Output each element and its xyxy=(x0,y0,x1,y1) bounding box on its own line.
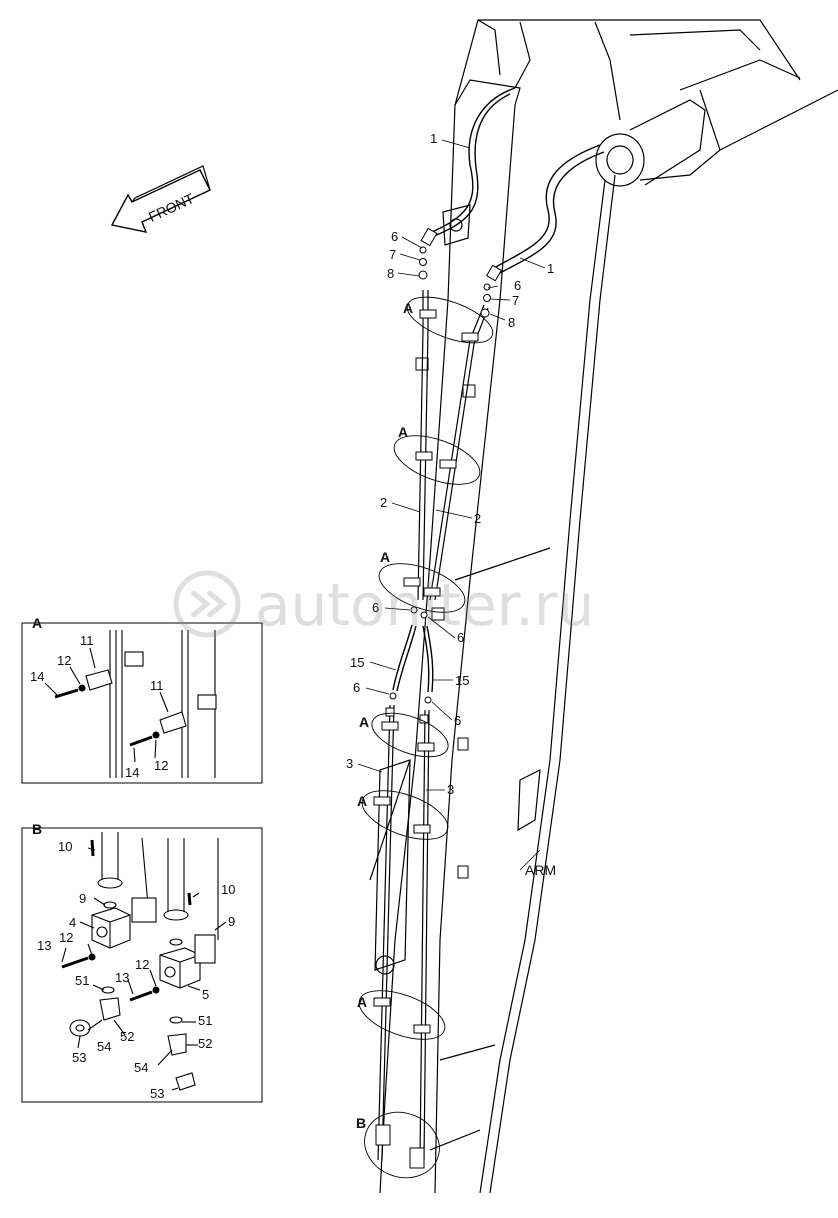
callout-7-right: 7 xyxy=(512,293,519,308)
callout-8-right: 8 xyxy=(508,315,515,330)
detail-a-callout-11a: 11 xyxy=(80,633,94,648)
detail-a-panel: A 11 12 14 11 12 14 xyxy=(21,615,263,784)
detail-b-callout-4: 4 xyxy=(69,915,76,930)
hose-1-right xyxy=(493,144,605,275)
callout-8-left: 8 xyxy=(387,266,394,281)
marker-a-5: A xyxy=(357,793,367,809)
callout-6-mid-left: 6 xyxy=(372,600,379,615)
detail-b-callout-10a: 10 xyxy=(58,839,72,854)
detail-b-callout-9a: 9 xyxy=(79,891,86,906)
leader-lines xyxy=(357,139,546,871)
fittings xyxy=(385,227,503,724)
callout-15-left: 15 xyxy=(350,655,364,670)
callout-1-left: 1 xyxy=(430,131,437,146)
callout-1-right: 1 xyxy=(547,261,554,276)
pivot-pin xyxy=(595,99,706,187)
detail-b-callout-13b: 13 xyxy=(115,970,129,985)
callout-15-right: 15 xyxy=(455,673,469,688)
detail-b-callout-51b: 51 xyxy=(198,1013,212,1028)
watermark: autoniter.ru xyxy=(173,570,594,639)
callout-6-low-right: 6 xyxy=(454,713,461,728)
hoses-15 xyxy=(392,624,434,693)
marker-b-1: B xyxy=(356,1115,366,1131)
detail-a-callout-14b: 14 xyxy=(125,765,139,780)
hose-1-left xyxy=(431,87,516,237)
detail-a-label: A xyxy=(32,615,42,631)
arm-outline xyxy=(369,19,838,1194)
detail-b-callout-12a: 12 xyxy=(59,930,73,945)
detail-b-callout-5: 5 xyxy=(202,987,209,1002)
detail-b-callout-51a: 51 xyxy=(75,973,89,988)
watermark-text: autoniter.ru xyxy=(255,571,594,639)
detail-b-callout-54a: 54 xyxy=(97,1039,111,1054)
front-direction-arrow: FRONT xyxy=(110,165,211,233)
callout-6-right: 6 xyxy=(514,278,521,293)
main-markers: A A A A A A B xyxy=(356,300,413,1131)
detail-b-callout-54b: 54 xyxy=(134,1060,148,1075)
callout-6-left: 6 xyxy=(391,229,398,244)
detail-b-callout-52a: 52 xyxy=(120,1029,134,1044)
callout-2-left: 2 xyxy=(380,495,387,510)
callout-3-right: 3 xyxy=(447,782,454,797)
detail-b-callout-53a: 53 xyxy=(72,1050,86,1065)
pipes-3 xyxy=(377,704,430,1161)
detail-b-callout-9b: 9 xyxy=(228,914,235,929)
marker-a-1: A xyxy=(403,300,413,316)
marker-a-6: A xyxy=(357,994,367,1010)
callout-6-mid-right: 6 xyxy=(457,630,464,645)
detail-a-callout-12b: 12 xyxy=(154,758,168,773)
arm-label: ARM xyxy=(525,862,556,878)
detail-b-callout-13a: 13 xyxy=(37,938,51,953)
callout-7-left: 7 xyxy=(389,247,396,262)
callout-3-left: 3 xyxy=(346,756,353,771)
watermark-logo xyxy=(173,570,241,638)
detail-b-callout-10b: 10 xyxy=(221,882,235,897)
detail-b-callout-52b: 52 xyxy=(198,1036,212,1051)
detail-marker-ellipses xyxy=(358,296,494,1179)
main-callouts: 1 1 6 7 8 6 7 8 2 2 6 6 15 15 6 6 3 3 xyxy=(346,131,554,797)
marker-a-2: A xyxy=(398,424,408,440)
detail-b-callout-53b: 53 xyxy=(150,1086,164,1101)
detail-b-callout-12b: 12 xyxy=(135,957,149,972)
detail-b-label: B xyxy=(32,821,42,837)
detail-a-callout-14a: 14 xyxy=(30,669,44,684)
marker-a-4: A xyxy=(359,714,369,730)
callout-2-right: 2 xyxy=(474,511,481,526)
detail-a-callout-11b: 11 xyxy=(150,678,164,693)
pipe-clamps xyxy=(373,309,479,1169)
marker-a-3: A xyxy=(380,549,390,565)
callout-6-low-left: 6 xyxy=(353,680,360,695)
detail-a-callout-12a: 12 xyxy=(57,653,71,668)
detail-b-panel: B xyxy=(21,821,263,1103)
